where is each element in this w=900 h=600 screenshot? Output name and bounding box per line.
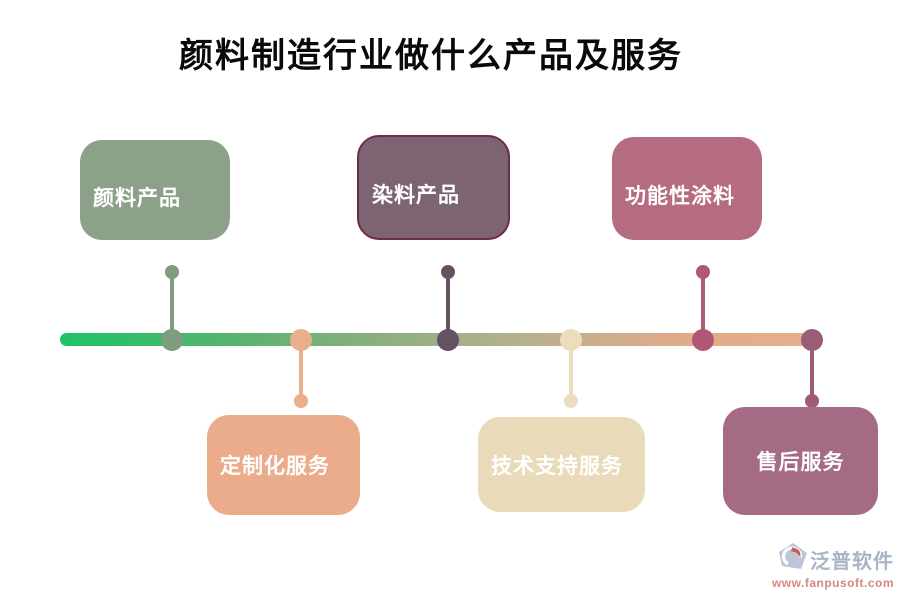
connector-dot	[805, 394, 819, 408]
brand-watermark: 泛普软件 www.fanpusoft.com	[772, 543, 894, 590]
connector-dot	[165, 265, 179, 279]
fanpu-logo-icon	[779, 543, 807, 575]
connector-dot	[696, 265, 710, 279]
timeline-dot	[290, 329, 312, 351]
node-box-technical-support-services: 技术支持服务	[478, 417, 645, 512]
node-box-functional-coatings: 功能性涂料	[612, 137, 762, 240]
connector-line	[170, 270, 174, 340]
brand-name: 泛普软件	[810, 550, 894, 573]
connector-dot	[564, 394, 578, 408]
connector-line	[569, 340, 573, 400]
node-box-pigment-products: 颜料产品	[80, 140, 230, 240]
timeline-dot	[560, 329, 582, 351]
connector-line	[446, 270, 450, 340]
diagram-title: 颜料制造行业做什么产品及服务	[179, 37, 683, 75]
timeline-dot	[437, 329, 459, 351]
timeline-dot	[692, 329, 714, 351]
node-box-dye-products: 染料产品	[357, 135, 510, 240]
timeline-dot	[161, 329, 183, 351]
node-box-after-sales-service: 售后服务	[723, 407, 878, 515]
timeline-dot	[801, 329, 823, 351]
connector-dot	[441, 265, 455, 279]
connector-line	[299, 340, 303, 400]
connector-dot	[294, 394, 308, 408]
brand-url: www.fanpusoft.com	[771, 576, 894, 590]
connector-line	[701, 270, 705, 340]
node-box-customized-services: 定制化服务	[207, 415, 360, 515]
connector-line	[810, 340, 814, 400]
